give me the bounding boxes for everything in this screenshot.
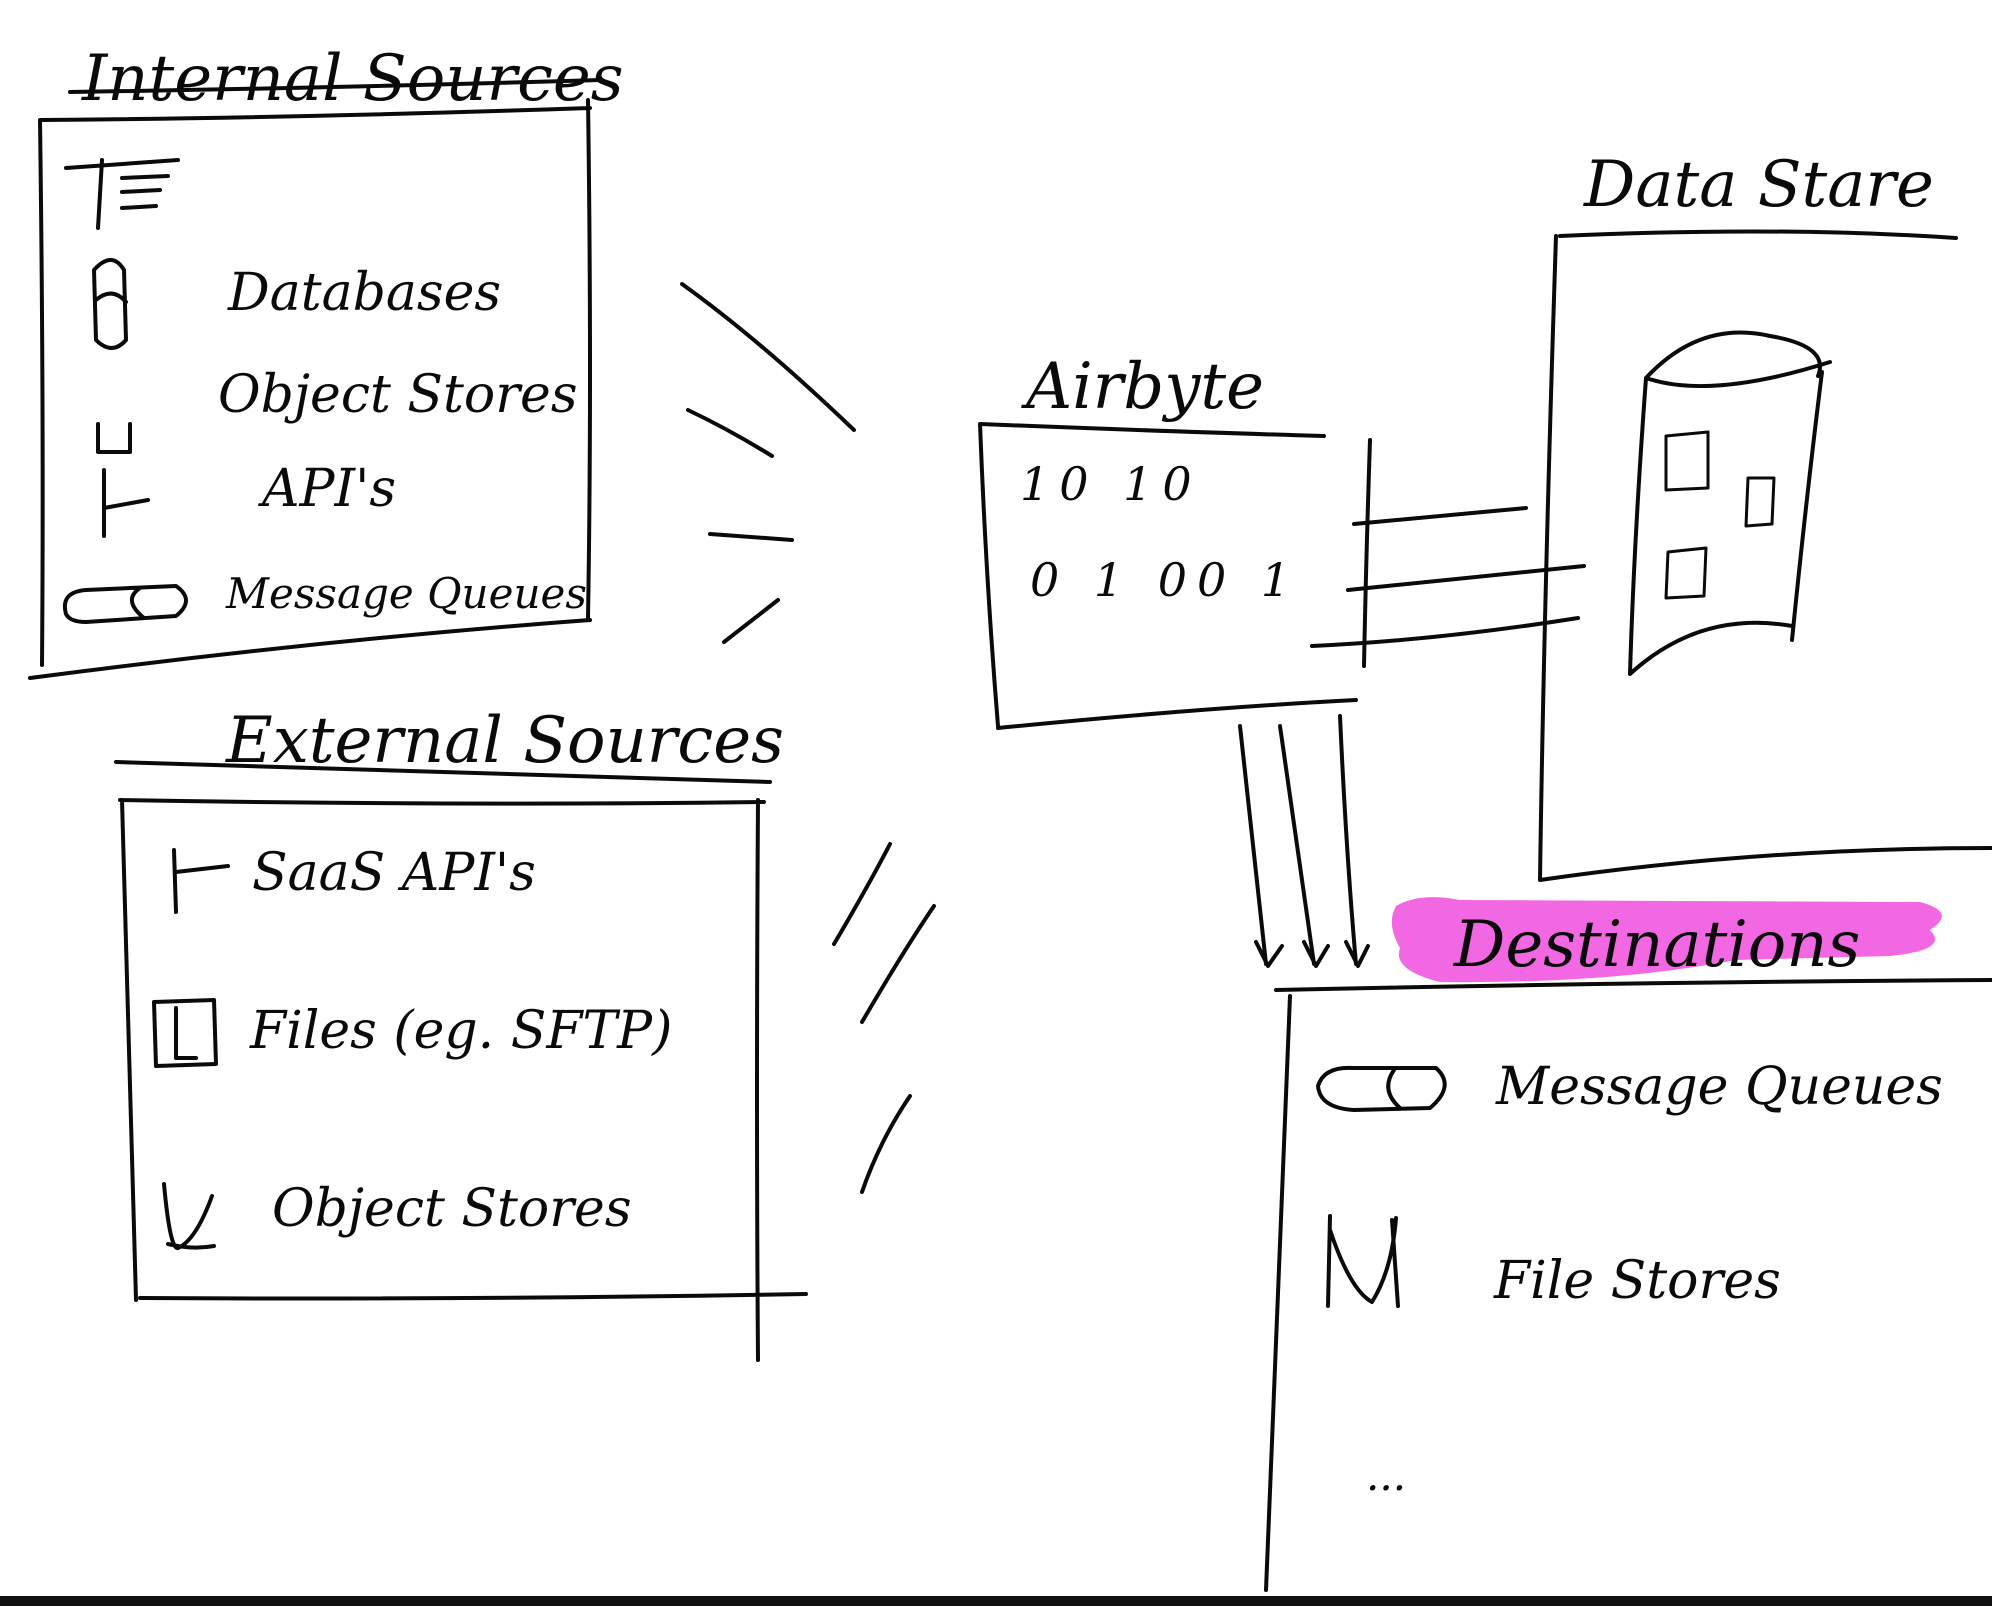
internal-sources-panel: Internal Sources Databases Object Stores… [28, 42, 624, 680]
queue-icon [1316, 1065, 1447, 1112]
external-item-label-2: Object Stores [272, 1179, 632, 1239]
external-item-label-0: SaaS API's [252, 843, 536, 903]
data-store-panel: Data Stare [1538, 148, 1992, 882]
file-icon [152, 998, 218, 1068]
internal-item-label-1: Databases [227, 263, 501, 323]
data-store-box [1538, 229, 1992, 882]
internal-to-airbyte-connectors [680, 282, 856, 644]
bucket-icon [162, 1182, 216, 1250]
airbyte-to-destinations-arrows [1238, 714, 1370, 968]
airbyte-panel: Airbyte 10 10 0 1 00 1 [978, 350, 1372, 730]
destinations-title: Destinations [1453, 908, 1860, 982]
external-sources-title: External Sources [225, 704, 784, 778]
external-sources-title-underline [114, 760, 772, 784]
queue-icon [63, 584, 188, 624]
destination-item-label-0: Message Queues [1495, 1057, 1943, 1117]
filter-icon [64, 158, 180, 230]
external-item-label-1: Files (eg. SFTP) [249, 1001, 672, 1061]
external-sources-panel: External Sources SaaS API's Files (eg. S… [114, 704, 808, 1362]
bucket-icon [96, 422, 132, 454]
external-to-airbyte-connectors [832, 842, 936, 1194]
internal-item-label-2: Object Stores [218, 365, 578, 425]
data-store-title: Data Stare [1583, 148, 1934, 222]
internal-item-label-3: API's [258, 459, 396, 519]
airbyte-title: Airbyte [1021, 350, 1264, 424]
database-icon [92, 258, 128, 350]
bucket-icon [1326, 1214, 1400, 1308]
api-icon [172, 848, 230, 914]
airbyte-line-1: 0 1 00 1 [1030, 553, 1300, 607]
database-icon [1628, 330, 1832, 676]
internal-sources-title-underline [68, 78, 602, 94]
ellipsis-icon: ... [1366, 1451, 1406, 1500]
airbyte-line-0: 10 10 [1020, 457, 1202, 511]
external-sources-box [118, 798, 808, 1362]
internal-sources-box [28, 98, 592, 680]
destinations-panel: Destinations Message Queues File Stores … [1264, 897, 1992, 1592]
internal-sources-title: Internal Sources [81, 42, 624, 116]
destinations-box [1264, 978, 1992, 1592]
destinations-highlight [1391, 897, 1942, 983]
internal-item-label-4: Message Queues [225, 569, 587, 618]
api-icon [102, 468, 150, 538]
bottom-bar [0, 1596, 1992, 1606]
airbyte-box [978, 422, 1358, 730]
destination-item-label-1: File Stores [1493, 1251, 1781, 1311]
